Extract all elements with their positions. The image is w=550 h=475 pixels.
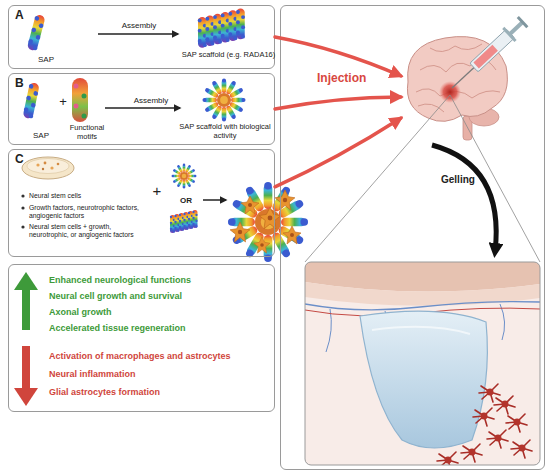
petri-dish (22, 157, 74, 179)
panel-box: Gelling Injection (280, 5, 545, 470)
gelling-arrow (432, 145, 496, 252)
cell-laden-scaffold (228, 182, 308, 262)
injection-arrow (275, 118, 401, 187)
panel-box: A SAP AssemblySAP scaffold (e.g. RADA16) (8, 5, 275, 69)
outcome-box: Enhanced neurological functionsNeural ce… (8, 264, 275, 412)
component-label: SAP (21, 131, 61, 140)
benefit-text: Enhanced neurological functions (49, 275, 274, 285)
benefit-text: Accelerated tissue regeneration (49, 323, 274, 333)
sap-peptide (22, 82, 40, 119)
bullet-dot (21, 194, 24, 197)
component-label: Functional motifs (61, 124, 113, 141)
bullet-dot (21, 206, 24, 209)
step-label: Assembly (111, 96, 191, 105)
injection-arrow (275, 37, 401, 76)
increase-arrow (14, 272, 38, 330)
functional-scaffold (202, 78, 245, 121)
or-label: OR (175, 196, 197, 205)
assembly-arrow (105, 107, 180, 109)
plus-sign: + (56, 95, 70, 110)
functional-scaffold-small (172, 164, 197, 189)
sap-scaffold-small (170, 210, 198, 233)
step-label: Gelling (441, 174, 491, 186)
reduction-text: Glial astrocytes formation (49, 387, 274, 397)
panel-box: C Neural stem cellsGrowth factors, neurot… (8, 149, 275, 257)
bullet-text: Neural stem cells (29, 192, 149, 200)
plus-sign: + (149, 182, 165, 199)
panel-letter: C (15, 153, 29, 167)
bullet-text: Growth factors, neurotrophic factors, an… (29, 204, 149, 220)
component-label: SAP scaffold (e.g. RADA16) (181, 51, 276, 60)
panel-letter: B (15, 77, 29, 91)
zoom-line (305, 95, 450, 262)
zoom-frame (305, 262, 540, 465)
step-label: Assembly (99, 21, 179, 30)
tissue-zoom (305, 262, 540, 465)
benefit-text: Neural cell growth and survival (49, 291, 274, 301)
bullet-text: Neural stem cells + growth, neurotrophic… (29, 223, 149, 239)
brain (407, 37, 507, 140)
assembly-arrow (98, 33, 178, 35)
panel-box: B SAP + Functional motifs AssemblySAP scaffo… (8, 73, 275, 145)
component-label: SAP scaffold with biological activity (175, 123, 275, 140)
brain-target: Injection (401, 34, 511, 139)
component-label: SAP (26, 55, 66, 64)
benefit-text: Axonal growth (49, 307, 274, 317)
sap-scaffold (198, 9, 245, 48)
bullet-dot (21, 225, 24, 228)
injection-arrow (275, 97, 401, 109)
panel-letter: A (15, 9, 29, 23)
injection-label: Injection (317, 72, 387, 86)
sap-peptide (26, 14, 46, 52)
syringe (446, 15, 530, 95)
functional-motif (72, 78, 88, 122)
combine-arrow (203, 199, 226, 201)
reduction-text: Activation of macrophages and astrocytes (49, 351, 274, 361)
decrease-arrow (14, 346, 38, 406)
reduction-text: Neural inflammation (49, 369, 274, 379)
